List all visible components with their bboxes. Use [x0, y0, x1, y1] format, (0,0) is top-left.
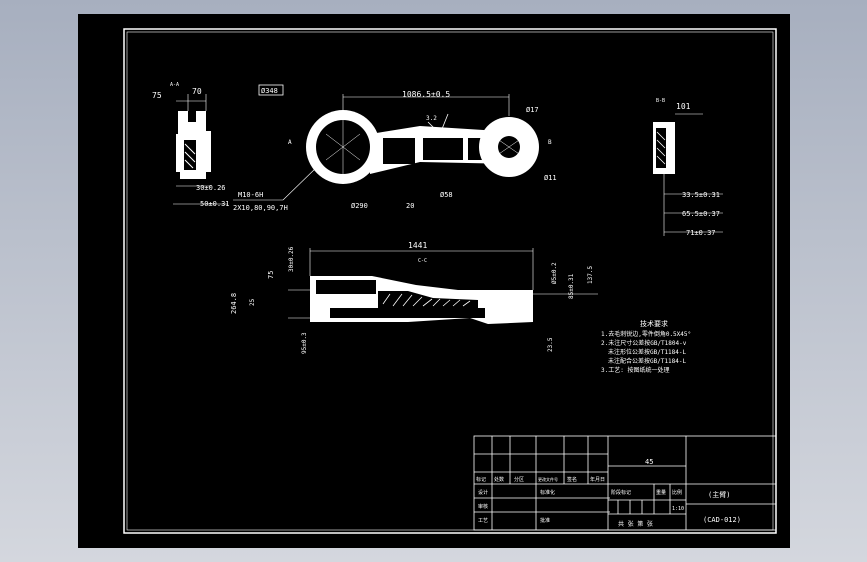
dim-1441: 1441 [408, 241, 427, 250]
tech-note-2: 2.未注尺寸公差按GB/T1804-v [601, 339, 687, 347]
title-block [473, 435, 777, 531]
dim-235: 23.5 [547, 337, 554, 352]
tech-note-4: 未注配合公差按GB/T1184-L [608, 357, 687, 365]
side-view-left [173, 94, 228, 205]
dim-20: 20 [406, 202, 414, 210]
tech-notes: 技术要求 1.去毛刺锐边,零件倒角0.5X45° 2.未注尺寸公差按GB/T18… [601, 319, 691, 374]
tb-check: 审核 [478, 503, 488, 510]
dim-70: 70 [192, 87, 202, 96]
inner-frame [123, 28, 777, 534]
dim-50: 50±0.31 [200, 200, 230, 208]
section-mark-a: A-A [170, 82, 179, 88]
dim-85: 85±0.31 [568, 273, 575, 299]
section-view-c [288, 248, 598, 324]
section-mark-b-top: B [548, 139, 552, 146]
arm-top-view [306, 94, 539, 184]
tb-date: 年月日 [590, 476, 605, 483]
tech-note-3: 未注形位公差按GB/T1184-L [608, 348, 687, 356]
thread-note-1: M10-6H [238, 191, 263, 199]
tb-sign: 签名 [567, 476, 577, 483]
dim-71: 71±0.37 [686, 229, 716, 237]
drawing-canvas: 75 70 A-A 30±0.26 50±0.31 M10-6H 2X10,80… [123, 28, 777, 534]
dim-348: Ø348 [261, 87, 278, 95]
tb-stage: 阶段标记 [611, 489, 631, 496]
tb-doc-no: 更改文件号 [538, 476, 558, 482]
tb-approve: 批准 [540, 517, 550, 524]
dim-1375: 137.5 [587, 266, 594, 284]
dim-655: 65.5±0.37 [682, 210, 720, 218]
tb-mark: 标记 [476, 476, 486, 483]
drawing-number: (CAD-012) [703, 516, 741, 524]
side-view-right [653, 113, 723, 236]
dim-264: 264.8 [230, 293, 238, 314]
tb-process: 工艺 [478, 518, 488, 524]
dim-95: 95±0.3 [301, 332, 308, 354]
dim-58: Ø58 [440, 191, 453, 199]
material: 45 [645, 458, 653, 466]
dim-30: 30±0.26 [196, 184, 226, 192]
section-mark-b: B-B [656, 98, 665, 104]
dim-335: 33.5±0.31 [682, 191, 720, 199]
roughness-value: 3.2 [426, 115, 437, 122]
tb-count: 处数 [494, 476, 504, 483]
dim-290: Ø290 [351, 202, 368, 210]
tb-zone: 分区 [514, 476, 524, 483]
tb-sheets: 共 张 第 张 [618, 520, 653, 528]
dim-25: 25 [249, 298, 256, 306]
tb-std: 标准化 [540, 489, 555, 496]
dim-11: Ø11 [544, 174, 557, 182]
section-mark-c: C-C [418, 258, 427, 264]
dim-75: 75 [152, 91, 162, 100]
dim-17: Ø17 [526, 106, 539, 114]
tech-note-1: 1.去毛刺锐边,零件倒角0.5X45° [601, 330, 691, 338]
thread-note-2: 2X10,80,90,7H [233, 204, 288, 212]
tb-scale-value: 1:10 [672, 506, 684, 512]
tb-weight: 重量 [656, 489, 666, 496]
inner-frame-line [126, 31, 774, 531]
tb-scale: 比例 [672, 489, 682, 496]
dim-30b: 30±0.26 [288, 246, 295, 272]
tb-design: 设计 [478, 489, 488, 496]
tech-note-5: 3.工艺: 按图纸统一处理 [601, 366, 669, 374]
section-mark-a-top: A [288, 139, 292, 146]
tech-notes-title: 技术要求 [640, 319, 668, 328]
dim-1086: 1086.5±0.5 [402, 90, 450, 99]
part-name: (主臂) [708, 490, 730, 499]
drawing-sheet[interactable]: 75 70 A-A 30±0.26 50±0.31 M10-6H 2X10,80… [78, 14, 790, 548]
dim-65: Ø5±0.2 [551, 262, 558, 284]
dim-101: 101 [676, 102, 691, 111]
dim-75b: 75 [267, 271, 275, 279]
